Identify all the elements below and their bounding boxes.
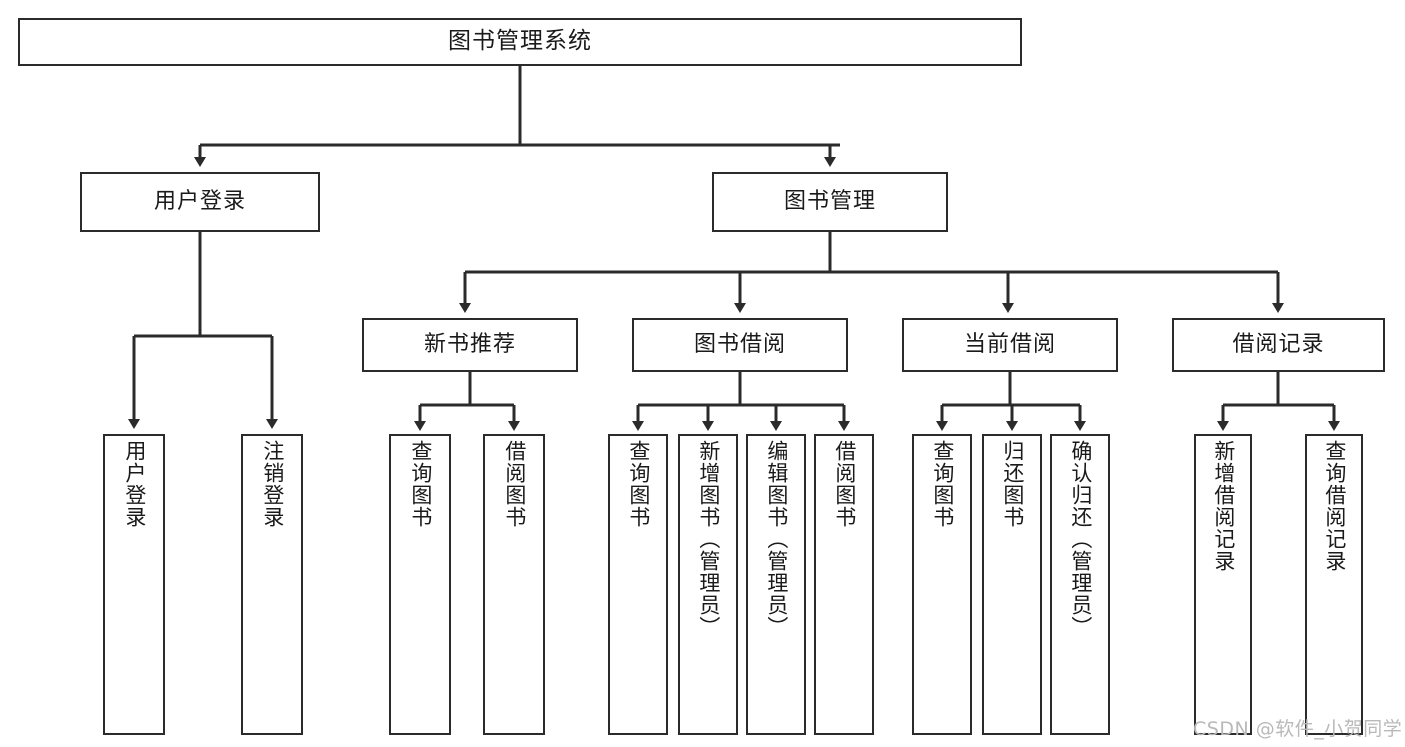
node-leaf-query-book-borrow[interactable]: 查询图书 <box>608 434 668 735</box>
node-leaf-confirm-return-admin-label: 确认归还（管理员） <box>1068 440 1093 638</box>
node-current-borrow-label: 当前借阅 <box>963 331 1056 357</box>
node-leaf-query-book-current-label: 查询图书 <box>930 440 955 528</box>
node-leaf-logout-label: 注销登录 <box>260 440 285 528</box>
node-current-borrow[interactable]: 当前借阅 <box>902 318 1118 372</box>
node-root-label: 图书管理系统 <box>448 28 592 55</box>
node-root[interactable]: 图书管理系统 <box>18 18 1022 66</box>
node-leaf-query-book-recommend[interactable]: 查询图书 <box>389 434 451 735</box>
node-leaf-query-book-recommend-label: 查询图书 <box>408 440 433 528</box>
node-leaf-query-borrow-record-label: 查询借阅记录 <box>1322 440 1347 572</box>
node-user-login[interactable]: 用户登录 <box>80 172 320 232</box>
node-leaf-add-borrow-record[interactable]: 新增借阅记录 <box>1194 434 1252 735</box>
node-borrow-record[interactable]: 借阅记录 <box>1172 318 1385 372</box>
node-user-login-label: 用户登录 <box>153 188 246 214</box>
node-leaf-user-login[interactable]: 用户登录 <box>103 434 165 735</box>
node-leaf-query-book-borrow-label: 查询图书 <box>626 440 651 528</box>
node-leaf-borrow-book-recommend[interactable]: 借阅图书 <box>483 434 545 735</box>
node-new-book-recommend[interactable]: 新书推荐 <box>362 318 578 372</box>
node-leaf-add-book-admin[interactable]: 新增图书（管理员） <box>678 434 738 735</box>
node-book-management-label: 图书管理 <box>783 188 876 214</box>
node-leaf-edit-book-admin[interactable]: 编辑图书（管理员） <box>746 434 806 735</box>
node-leaf-query-borrow-record[interactable]: 查询借阅记录 <box>1305 434 1363 735</box>
node-leaf-return-book-label: 归还图书 <box>1000 440 1025 528</box>
node-leaf-borrow-book[interactable]: 借阅图书 <box>814 434 874 735</box>
node-leaf-query-book-current[interactable]: 查询图书 <box>912 434 972 735</box>
node-book-borrow-label: 图书借阅 <box>693 331 786 357</box>
node-leaf-borrow-book-recommend-label: 借阅图书 <box>502 440 527 528</box>
node-book-management[interactable]: 图书管理 <box>712 172 948 232</box>
node-leaf-borrow-book-label: 借阅图书 <box>832 440 857 528</box>
connectors <box>128 66 1340 431</box>
node-leaf-add-book-admin-label: 新增图书（管理员） <box>696 440 721 638</box>
node-book-borrow[interactable]: 图书借阅 <box>632 318 848 372</box>
node-leaf-user-login-label: 用户登录 <box>122 440 147 528</box>
node-leaf-return-book[interactable]: 归还图书 <box>982 434 1042 735</box>
watermark: CSDN @软件_小贺同学 <box>1193 718 1403 740</box>
node-new-book-recommend-label: 新书推荐 <box>423 331 516 357</box>
node-leaf-logout[interactable]: 注销登录 <box>241 434 303 735</box>
node-leaf-edit-book-admin-label: 编辑图书（管理员） <box>764 440 789 638</box>
node-leaf-add-borrow-record-label: 新增借阅记录 <box>1211 440 1236 572</box>
node-leaf-confirm-return-admin[interactable]: 确认归还（管理员） <box>1050 434 1110 735</box>
node-borrow-record-label: 借阅记录 <box>1232 331 1325 357</box>
